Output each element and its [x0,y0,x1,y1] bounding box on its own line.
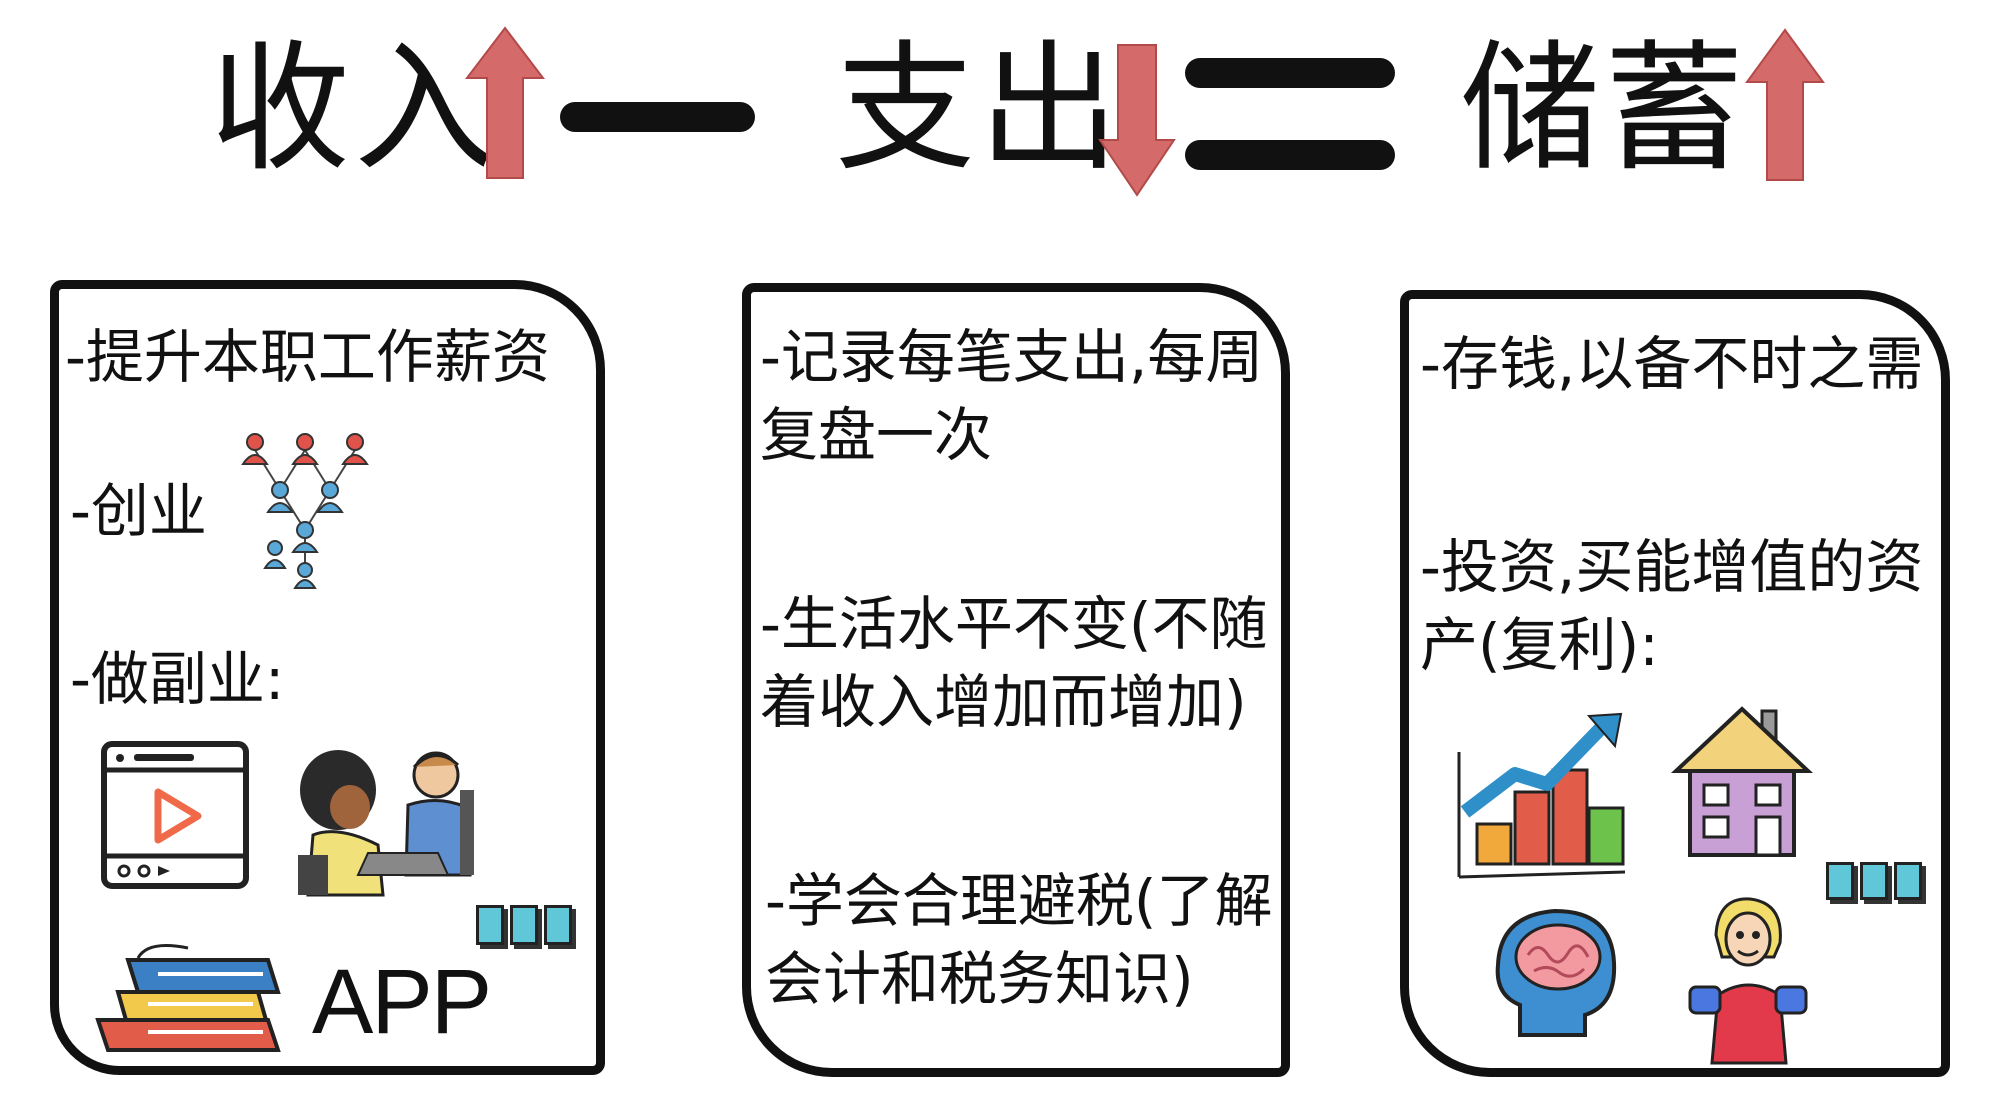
ellipsis-blocks-icon [1826,862,1922,900]
equals-sign-top [1185,58,1395,88]
meeting-people-icon [298,750,474,897]
equals-sign-bottom [1185,140,1395,170]
book-stack-icon [95,944,281,1052]
savings-panel [1400,290,1950,1077]
up-arrow-icon [1745,28,1825,181]
income-item-side-business: -做副业: [70,645,285,713]
formula-expense: 支出 [835,28,1124,191]
team-network-icon [241,433,369,589]
income-panel [50,280,605,1075]
savings-item-invest: -投资,买能增值的资产(复利): [1420,533,1924,680]
up-arrow-icon [464,26,546,179]
growth-chart-icon [1457,712,1626,879]
formula-savings: 储蓄 [1460,28,1749,191]
ellipsis-blocks-icon [476,905,572,945]
income-item-raise-salary: -提升本职工作薪资 [65,323,550,391]
down-arrow-icon [1098,44,1176,197]
house-icon [1670,706,1814,857]
minus-sign [560,102,755,132]
fitness-woman-icon [1688,897,1808,1065]
expense-panel [742,283,1290,1077]
video-player-icon [101,741,249,889]
expense-item-record: -记录每笔支出,每周复盘一次 [760,323,1264,470]
income-item-startup: -创业 [70,477,207,545]
expense-item-tax: -学会合理避税(了解会计和税务知识) [765,867,1273,1014]
app-label: APP [312,951,492,1053]
savings-item-save: -存钱,以备不时之需 [1420,330,1924,398]
brain-head-icon [1495,908,1617,1037]
expense-item-lifestyle: -生活水平不变(不随着收入增加而增加) [760,590,1268,737]
formula-income: 收入 [210,28,499,191]
